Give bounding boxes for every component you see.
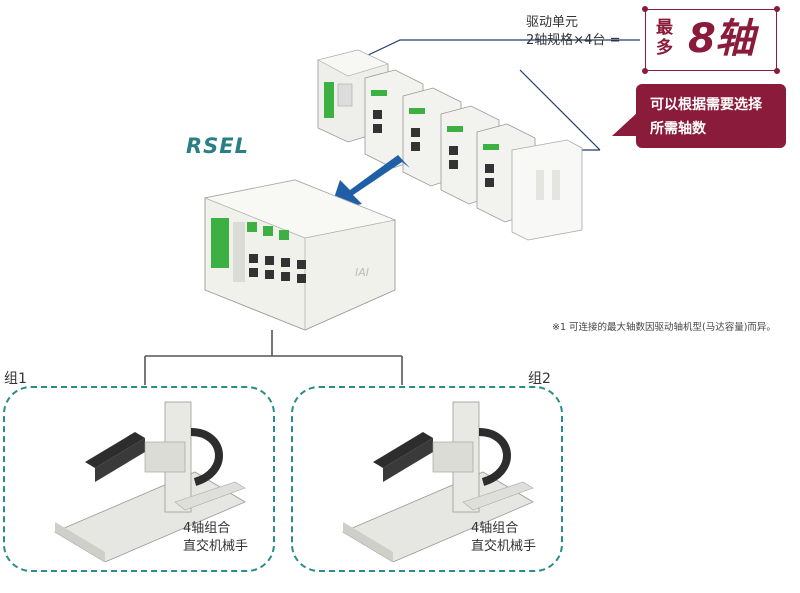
footnote: ※1 可连接的最大轴数因驱动轴机型(马达容量)而异。 (552, 322, 776, 333)
max-axis-badge: 最 多 8轴 (642, 6, 780, 74)
axis-select-callout: 可以根据需要选择 所需轴数 (636, 84, 786, 148)
svg-text:IAI: IAI (355, 266, 369, 279)
drive-unit-label-line2: 2轴规格×4台 = (526, 33, 621, 48)
bracket-line-right (519, 69, 601, 151)
group-connector (144, 330, 403, 385)
cartesian-robot-image (54, 401, 246, 562)
group2-box: 4轴组合 直交机械手 (291, 386, 563, 572)
callout-line1: 可以根据需要选择 (650, 97, 762, 113)
badge-axis-count: 8轴 (688, 16, 755, 62)
drive-unit-label: 驱动单元 2轴规格×4台 = (526, 14, 620, 50)
expansion-modules (317, 49, 583, 241)
cartesian-robot-image (342, 401, 534, 562)
group2-label: 组2 (528, 371, 551, 387)
callout-line2: 所需轴数 (650, 121, 706, 137)
group2-caption-line2: 直交机械手 (471, 539, 537, 554)
group1-caption-line1: 4轴组合 (183, 521, 231, 536)
badge-text-many: 多 (656, 38, 673, 58)
insert-arrow (330, 155, 410, 210)
group2-caption-line1: 4轴组合 (471, 521, 519, 536)
badge-text-most: 最 (656, 18, 673, 38)
callout-tail (612, 112, 638, 136)
assembled-controller: IAI (203, 179, 397, 331)
group1-box: 4轴组合 直交机械手 (3, 386, 275, 572)
group1-caption-line2: 直交机械手 (183, 539, 249, 554)
drive-unit-label-line1: 驱动单元 (526, 15, 579, 30)
group1-label: 组1 (4, 371, 27, 387)
rsel-logo: RSEL (186, 134, 250, 158)
